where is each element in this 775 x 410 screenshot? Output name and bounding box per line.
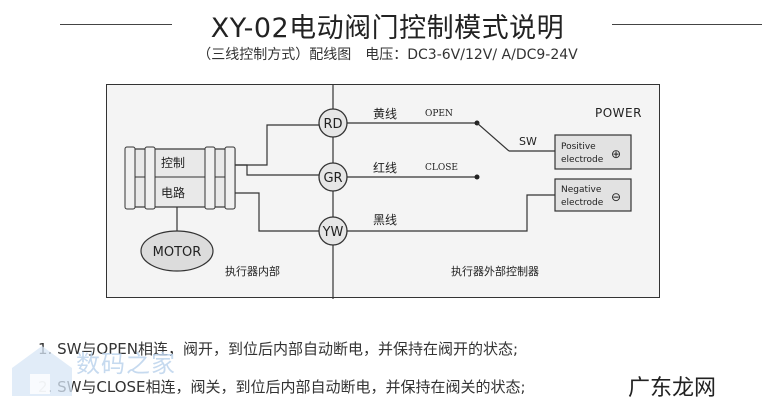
- wire-yw-inner: [235, 192, 319, 232]
- control-circuit-box: 控制 电路: [124, 146, 236, 210]
- wire-rd-inner: [235, 124, 319, 166]
- terminal-rd: RD: [318, 108, 348, 138]
- yellow-wire-label: 黄线: [373, 107, 397, 121]
- house-logo-icon: [12, 346, 72, 396]
- title-block: XY-02电动阀门控制模式说明: [0, 4, 775, 44]
- sw-label: SW: [519, 135, 537, 148]
- controller-caption: 执行器外部控制器: [451, 264, 539, 278]
- subtitle: （三线控制方式）配线图 电压：DC3-6V/12V/ A/DC9-24V: [197, 47, 578, 63]
- watermark-logo: [8, 342, 76, 398]
- terminal-yw: YW: [318, 216, 348, 246]
- svg-text:GR: GR: [323, 171, 342, 186]
- minus-icon: ⊖: [611, 190, 621, 204]
- svg-text:YW: YW: [322, 225, 344, 240]
- wiring-svg: 控制 电路 MOTOR RD GR YW 黄线 红线: [124, 85, 642, 299]
- svg-text:electrode: electrode: [561, 198, 604, 208]
- watermark-right-text: 广东龙网: [628, 376, 717, 401]
- wire-gr-inner: [235, 164, 319, 176]
- black-wire-label: 黑线: [373, 213, 397, 227]
- watermark-left-text: 数码之家: [76, 350, 176, 378]
- title-rule-left: [60, 24, 172, 25]
- positive-electrode: Positive electrode ⊕: [554, 134, 632, 170]
- page-title: XY-02电动阀门控制模式说明: [210, 13, 565, 44]
- svg-text:Positive: Positive: [561, 142, 596, 152]
- actuator-caption: 执行器内部: [225, 264, 280, 278]
- terminal-gr: GR: [318, 162, 348, 192]
- svg-text:electrode: electrode: [561, 155, 604, 165]
- wiring-diagram: 控制 电路 MOTOR RD GR YW 黄线 红线: [106, 84, 660, 299]
- red-wire-label: 红线: [373, 160, 397, 175]
- close-contact: [474, 174, 480, 180]
- negative-electrode: Negative electrode ⊖: [554, 178, 632, 212]
- title-rule-right: [612, 24, 762, 25]
- motor-label: MOTOR: [153, 245, 202, 260]
- svg-text:Negative: Negative: [561, 185, 602, 195]
- note-close: 2. SW与CLOSE相连，阀关，到位后内部自动断电，并保持在阀关的状态;: [38, 378, 526, 396]
- switch-blade: [476, 122, 510, 152]
- plus-icon: ⊕: [611, 147, 621, 161]
- control-label: 控制: [161, 156, 185, 170]
- note-open: 1. SW与OPEN相连，阀开，到位后内部自动断电，并保持在阀开的状态;: [38, 340, 519, 358]
- power-label: POWER: [595, 106, 642, 120]
- circuit-label: 电路: [161, 185, 185, 200]
- open-label: OPEN: [425, 109, 453, 119]
- wire-black: [347, 194, 555, 232]
- svg-text:RD: RD: [323, 117, 342, 132]
- motor: MOTOR: [140, 207, 214, 272]
- close-label: CLOSE: [425, 163, 458, 173]
